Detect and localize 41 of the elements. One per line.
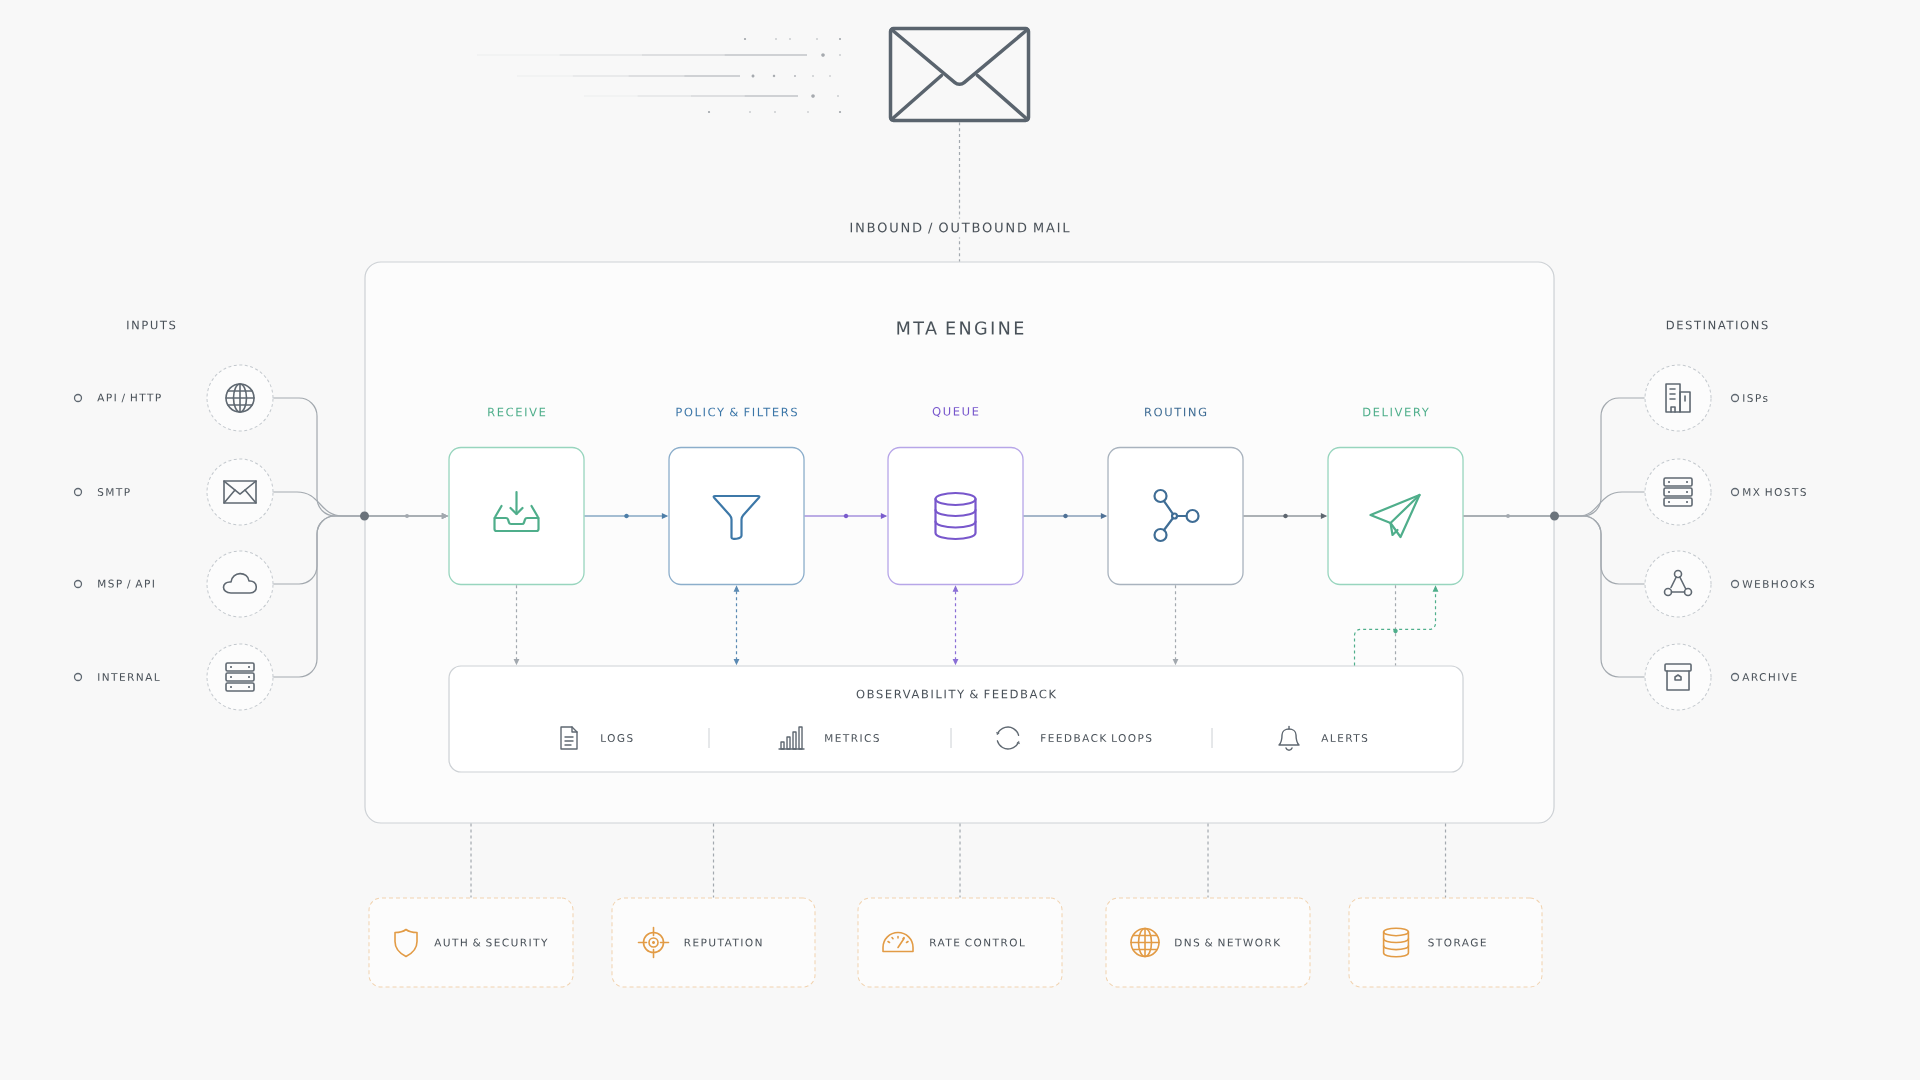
dashed-line [1207, 823, 1209, 899]
item-label: LOGS [601, 734, 633, 742]
stage-box: RECEIVE [448, 407, 585, 586]
item-label: FEEDBACK LOOPS [1041, 734, 1152, 742]
service-box: AUTH & SECURITY [368, 897, 574, 988]
item-label: MX HOSTS [1743, 488, 1806, 496]
section-heading: DESTINATIONS [1666, 320, 1768, 330]
linked-nodes-icon [1644, 550, 1712, 618]
service-box: REPUTATION [611, 897, 816, 988]
stage-box: DELIVERY [1327, 407, 1464, 586]
dashed-line [1394, 584, 1397, 666]
building-icon [1644, 364, 1712, 432]
envelope-icon [888, 26, 1031, 123]
archive-box-icon [1644, 643, 1712, 711]
item-label: ISPs [1743, 394, 1768, 402]
dashed-line [958, 121, 961, 262]
globe-icon [206, 364, 274, 432]
connector-line [1463, 515, 1646, 678]
section-heading: INPUTS [127, 320, 176, 330]
dashed-line [712, 823, 715, 899]
stage-box: QUEUE [887, 407, 1024, 586]
item-label: ARCHIVE [1742, 673, 1797, 681]
stage-box: ROUTING [1107, 407, 1244, 586]
item-label: WEBHOOKS [1742, 580, 1815, 588]
item-label: SMTP [97, 488, 130, 496]
envelope-icon [206, 458, 274, 526]
dashed-line [959, 823, 961, 899]
item-label: INTERNAL [98, 673, 160, 681]
item-label: METRICS [825, 734, 879, 742]
server-icon [206, 643, 274, 711]
service-box: RATE CONTROL [857, 897, 1063, 988]
item-label: ALERTS [1321, 734, 1368, 742]
stage-box: POLICY & FILTERS [668, 407, 805, 586]
dashed-line [1444, 823, 1447, 899]
cloud-icon [206, 550, 274, 618]
dashed-line [470, 823, 472, 899]
server-icon [1644, 458, 1712, 526]
service-box: STORAGE [1348, 897, 1543, 988]
item-label: API / HTTP [97, 393, 161, 403]
item-label: MSP / API [98, 579, 154, 589]
service-box: DNS & NETWORK [1105, 897, 1311, 988]
